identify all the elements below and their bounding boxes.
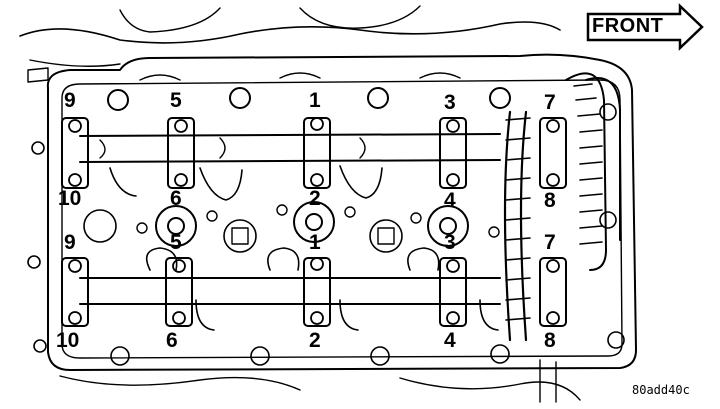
seq-lower-top-5: 7 bbox=[544, 231, 556, 254]
head-outline bbox=[46, 53, 637, 371]
seq-upper-top-4: 3 bbox=[444, 91, 456, 114]
seq-lower-top-1: 9 bbox=[64, 231, 76, 254]
seq-lower-bottom-3: 2 bbox=[309, 329, 321, 352]
seq-upper-bottom-1: 10 bbox=[58, 187, 82, 210]
seq-upper-bottom-3: 2 bbox=[309, 187, 321, 210]
spark-plug-well-1 bbox=[155, 205, 197, 247]
figure-id: 80add40c bbox=[632, 383, 690, 397]
seq-lower-bottom-2: 6 bbox=[166, 329, 178, 352]
spark-plug-well-2 bbox=[293, 201, 335, 243]
timing-chain bbox=[565, 72, 621, 271]
upper-camshaft bbox=[79, 133, 501, 163]
seq-lower-bottom-4: 4 bbox=[444, 329, 456, 352]
seq-lower-bottom-1: 10 bbox=[56, 329, 80, 352]
seq-upper-top-2: 5 bbox=[170, 89, 182, 112]
seq-upper-bottom-2: 6 bbox=[170, 187, 182, 210]
seq-upper-top-1: 9 bbox=[64, 89, 76, 112]
seq-upper-bottom-4: 4 bbox=[444, 189, 456, 212]
seq-lower-top-2: 5 bbox=[170, 231, 182, 254]
seq-upper-bottom-5: 8 bbox=[544, 189, 556, 212]
seq-lower-top-3: 1 bbox=[309, 231, 321, 254]
seq-lower-bottom-5: 8 bbox=[544, 329, 556, 352]
spark-plug-well-3 bbox=[427, 205, 469, 247]
seq-lower-top-4: 3 bbox=[444, 231, 456, 254]
lower-camshaft bbox=[79, 277, 501, 305]
front-direction-label: FRONT bbox=[592, 15, 664, 37]
seq-upper-top-5: 7 bbox=[544, 91, 556, 114]
seq-upper-top-3: 1 bbox=[309, 89, 321, 112]
cam-sprocket bbox=[503, 110, 528, 342]
front-arrow-icon bbox=[586, 3, 704, 51]
